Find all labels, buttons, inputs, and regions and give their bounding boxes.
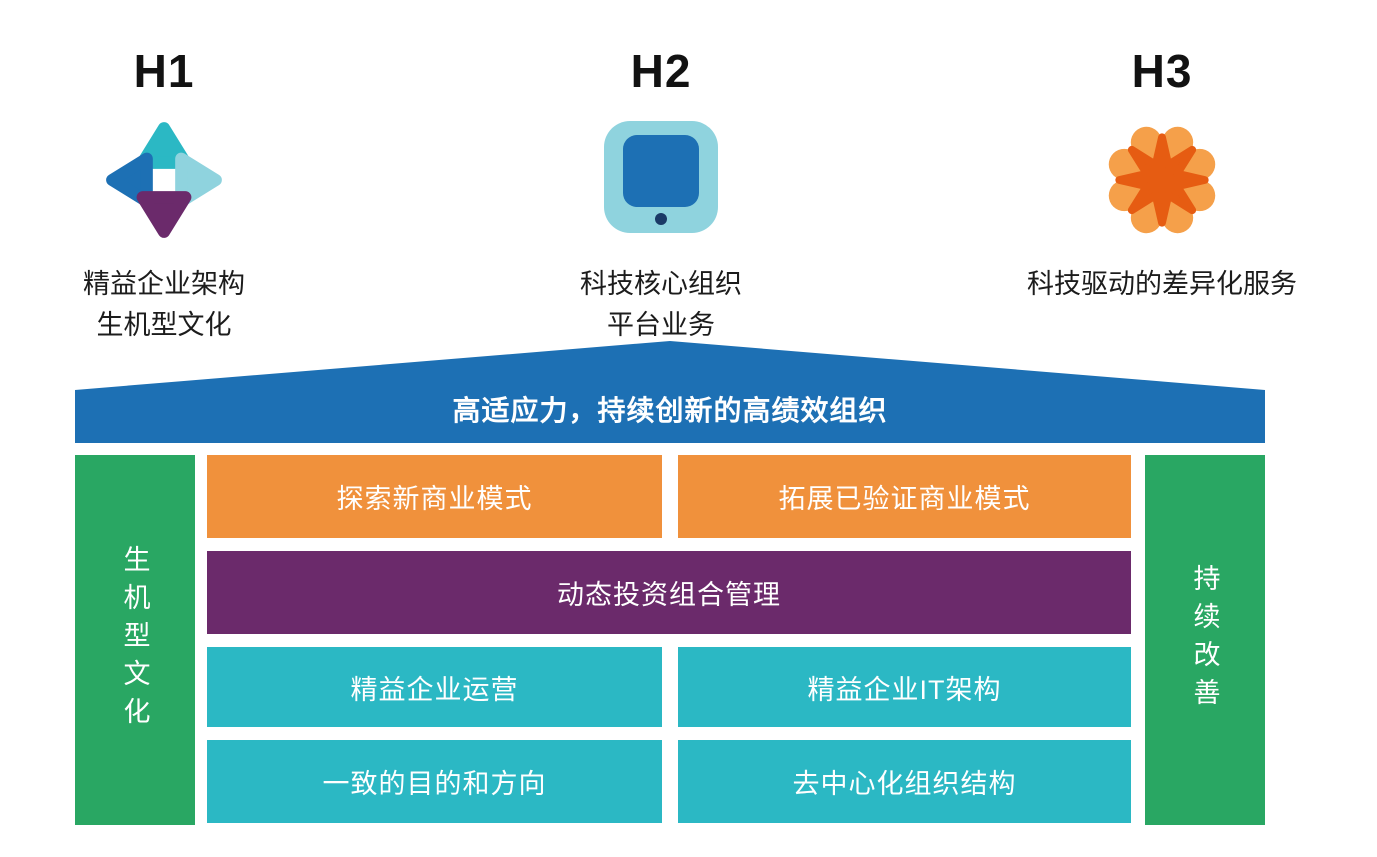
h1-caption: 精益企业架构 生机型文化 bbox=[83, 264, 245, 346]
row3-left-box: 精益企业运营 bbox=[207, 647, 662, 727]
row2-full-box: 动态投资组合管理 bbox=[207, 551, 1131, 634]
roof-banner-label: 高适应力，持续创新的高绩效组织 bbox=[452, 395, 888, 426]
h1-title: H1 bbox=[133, 45, 195, 97]
h2-icon-container bbox=[586, 104, 736, 256]
header-column-h3: H3 科技驱动的差异化服务 bbox=[958, 44, 1366, 305]
row4-right-box: 去中心化组织结构 bbox=[678, 740, 1131, 823]
header-column-h1: H1 精益企业架构 生机型文化 bbox=[18, 44, 310, 346]
row3-right-box: 精益企业IT架构 bbox=[678, 647, 1131, 727]
h2-caption-line2: 平台业务 bbox=[607, 310, 715, 340]
starburst-icon bbox=[1108, 126, 1216, 234]
right-pillar-label: 持续改善 bbox=[1189, 564, 1220, 716]
tablet-icon bbox=[604, 121, 718, 233]
header-column-h2: H2 科技核心组织 平台业务 bbox=[505, 44, 817, 346]
four-triangles-icon bbox=[106, 122, 222, 238]
h3-icon-container bbox=[1094, 104, 1230, 256]
roof-banner: 高适应力，持续创新的高绩效组织 bbox=[75, 341, 1265, 443]
row1-right-box: 拓展已验证商业模式 bbox=[678, 455, 1131, 538]
row4-left-box: 一致的目的和方向 bbox=[207, 740, 662, 823]
row1-left-box: 探索新商业模式 bbox=[207, 455, 662, 538]
h3-title: H3 bbox=[1131, 45, 1193, 97]
right-pillar: 持续改善 bbox=[1145, 455, 1265, 825]
h2-caption-line1: 科技核心组织 bbox=[580, 269, 742, 299]
h3-caption-line1: 科技驱动的差异化服务 bbox=[1027, 269, 1297, 299]
left-pillar-label: 生机型文化 bbox=[119, 545, 150, 735]
h3-caption: 科技驱动的差异化服务 bbox=[1027, 264, 1297, 305]
h2-title: H2 bbox=[630, 45, 692, 97]
left-pillar: 生机型文化 bbox=[75, 455, 195, 825]
h1-caption-line2: 生机型文化 bbox=[96, 310, 232, 340]
h1-icon-container bbox=[98, 104, 230, 256]
h2-caption: 科技核心组织 平台业务 bbox=[580, 264, 742, 346]
h1-caption-line1: 精益企业架构 bbox=[83, 269, 245, 299]
